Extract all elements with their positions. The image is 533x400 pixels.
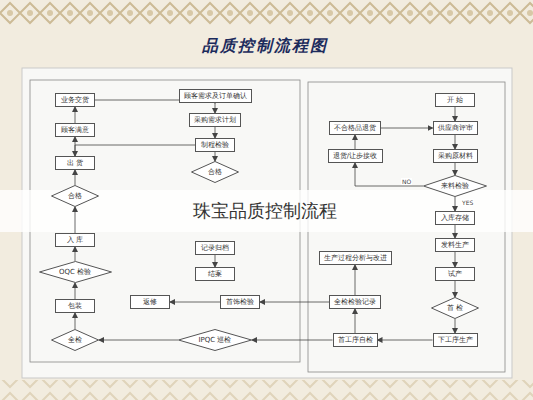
node-text: 不合格品退货 bbox=[334, 124, 376, 133]
node-text: 结案 bbox=[208, 270, 222, 279]
process-box: 供应商评审 bbox=[433, 121, 478, 135]
decision-diamond: 全检 bbox=[51, 329, 99, 351]
process-box: 采购需求计划 bbox=[189, 113, 241, 127]
decision-diamond: 首 检 bbox=[431, 297, 479, 319]
process-box: 首工序自检 bbox=[333, 333, 378, 347]
process-box: 记录归档 bbox=[195, 241, 235, 255]
flow-arrow bbox=[455, 135, 456, 149]
node-text: 制程检验 bbox=[201, 141, 229, 150]
flow-arrow bbox=[75, 107, 76, 123]
node-text: 退货/让步接收 bbox=[333, 152, 377, 161]
process-box: 入库存储 bbox=[435, 211, 475, 225]
flow-arrow bbox=[455, 319, 456, 333]
node-text: 入库存储 bbox=[441, 214, 469, 223]
process-box: 下工序生产 bbox=[433, 333, 478, 347]
decision-diamond: OQC 检验 bbox=[39, 261, 112, 283]
flow-arrow bbox=[355, 265, 356, 295]
node-text: 顾客满意 bbox=[61, 126, 89, 135]
flow-arrow bbox=[75, 145, 195, 156]
node-text: 顾客需求及订单确认 bbox=[184, 92, 247, 101]
flow-arrow bbox=[260, 302, 329, 303]
edge-label: NO bbox=[401, 178, 412, 185]
process-box: 采购原材料 bbox=[433, 149, 478, 163]
process-box: 不合格品退货 bbox=[329, 121, 381, 135]
flow-arrow bbox=[355, 309, 356, 333]
process-box: 出 货 bbox=[55, 156, 95, 170]
flow-arrow bbox=[455, 281, 456, 297]
ornament-band bbox=[0, 0, 533, 26]
flow-arrow bbox=[455, 225, 456, 238]
node-text: 合格 bbox=[208, 168, 222, 177]
node-text: 首工序自检 bbox=[338, 336, 373, 345]
process-box: 发料生产 bbox=[435, 238, 475, 252]
flow-arrow bbox=[170, 302, 220, 303]
node-text: 试产 bbox=[448, 270, 462, 279]
process-box: 试产 bbox=[435, 267, 475, 281]
flow-arrow bbox=[99, 340, 178, 341]
decision-diamond: 来料检验 bbox=[423, 175, 487, 197]
node-text: 入 库 bbox=[67, 236, 83, 245]
process-box: 生产过程分析与改进 bbox=[319, 251, 392, 265]
node-text: 下工序生产 bbox=[438, 336, 473, 345]
ornament-band bbox=[0, 380, 533, 400]
flow-arrow bbox=[215, 103, 216, 113]
flow-arrow bbox=[215, 127, 216, 138]
node-text: 首 检 bbox=[447, 304, 463, 313]
node-text: 发料生产 bbox=[441, 241, 469, 250]
node-text: 首饰检验 bbox=[226, 298, 254, 307]
node-text: 供应商评审 bbox=[438, 124, 473, 133]
flow-arrow bbox=[75, 170, 76, 185]
node-text: OQC 检验 bbox=[59, 268, 91, 277]
process-box: 结案 bbox=[195, 267, 235, 281]
decision-diamond: 合格 bbox=[191, 161, 239, 183]
node-text: 业务交货 bbox=[61, 96, 89, 105]
node-text: 来料检验 bbox=[441, 182, 469, 191]
flow-arrow bbox=[378, 340, 433, 341]
node-text: 返修 bbox=[143, 298, 157, 307]
node-text: IPQC 巡检 bbox=[199, 336, 232, 345]
node-text: 全检 bbox=[68, 336, 82, 345]
flow-arrow bbox=[75, 247, 76, 261]
node-text: 采购需求计划 bbox=[194, 116, 236, 125]
flow-arrow bbox=[75, 283, 76, 299]
process-box: 开 始 bbox=[435, 93, 475, 107]
decision-diamond: 合格 bbox=[51, 185, 99, 207]
process-box: 制程检验 bbox=[195, 138, 235, 152]
diagram-title: 品质控制流程图 bbox=[202, 36, 328, 57]
node-text: 记录归档 bbox=[201, 244, 229, 253]
process-box: 退货/让步接收 bbox=[328, 149, 383, 163]
process-box: 全检检验记录 bbox=[329, 295, 381, 309]
node-text: 生产过程分析与改进 bbox=[324, 254, 387, 263]
flow-arrow bbox=[455, 197, 456, 211]
flow-arrow bbox=[455, 163, 456, 175]
node-text: 出 货 bbox=[67, 159, 83, 168]
decision-diamond: IPQC 巡检 bbox=[178, 329, 252, 351]
node-text: 采购原材料 bbox=[438, 152, 473, 161]
overlay-caption: 珠宝品质控制流程 bbox=[193, 199, 337, 223]
flow-arrow bbox=[355, 163, 423, 186]
flow-arrow bbox=[75, 313, 76, 329]
process-box: 顾客需求及订单确认 bbox=[179, 89, 252, 103]
flow-arrow bbox=[215, 152, 216, 161]
process-box: 业务交货 bbox=[55, 93, 95, 107]
flow-arrow bbox=[75, 207, 76, 233]
node-text: 开 始 bbox=[447, 96, 463, 105]
process-box: 首饰检验 bbox=[220, 295, 260, 309]
flow-arrow bbox=[215, 255, 216, 267]
process-box: 返修 bbox=[130, 295, 170, 309]
process-box: 包装 bbox=[55, 299, 95, 313]
flow-arrow bbox=[355, 135, 356, 149]
edge-label: YES bbox=[461, 199, 474, 206]
flow-arrow bbox=[381, 128, 433, 129]
node-text: 合格 bbox=[68, 192, 82, 201]
flow-arrow bbox=[252, 340, 333, 341]
process-box: 顾客满意 bbox=[55, 123, 95, 137]
flow-arrow bbox=[455, 252, 456, 267]
node-text: 全检检验记录 bbox=[334, 298, 376, 307]
node-text: 包装 bbox=[68, 302, 82, 311]
process-box: 入 库 bbox=[55, 233, 95, 247]
flow-arrow bbox=[455, 107, 456, 121]
